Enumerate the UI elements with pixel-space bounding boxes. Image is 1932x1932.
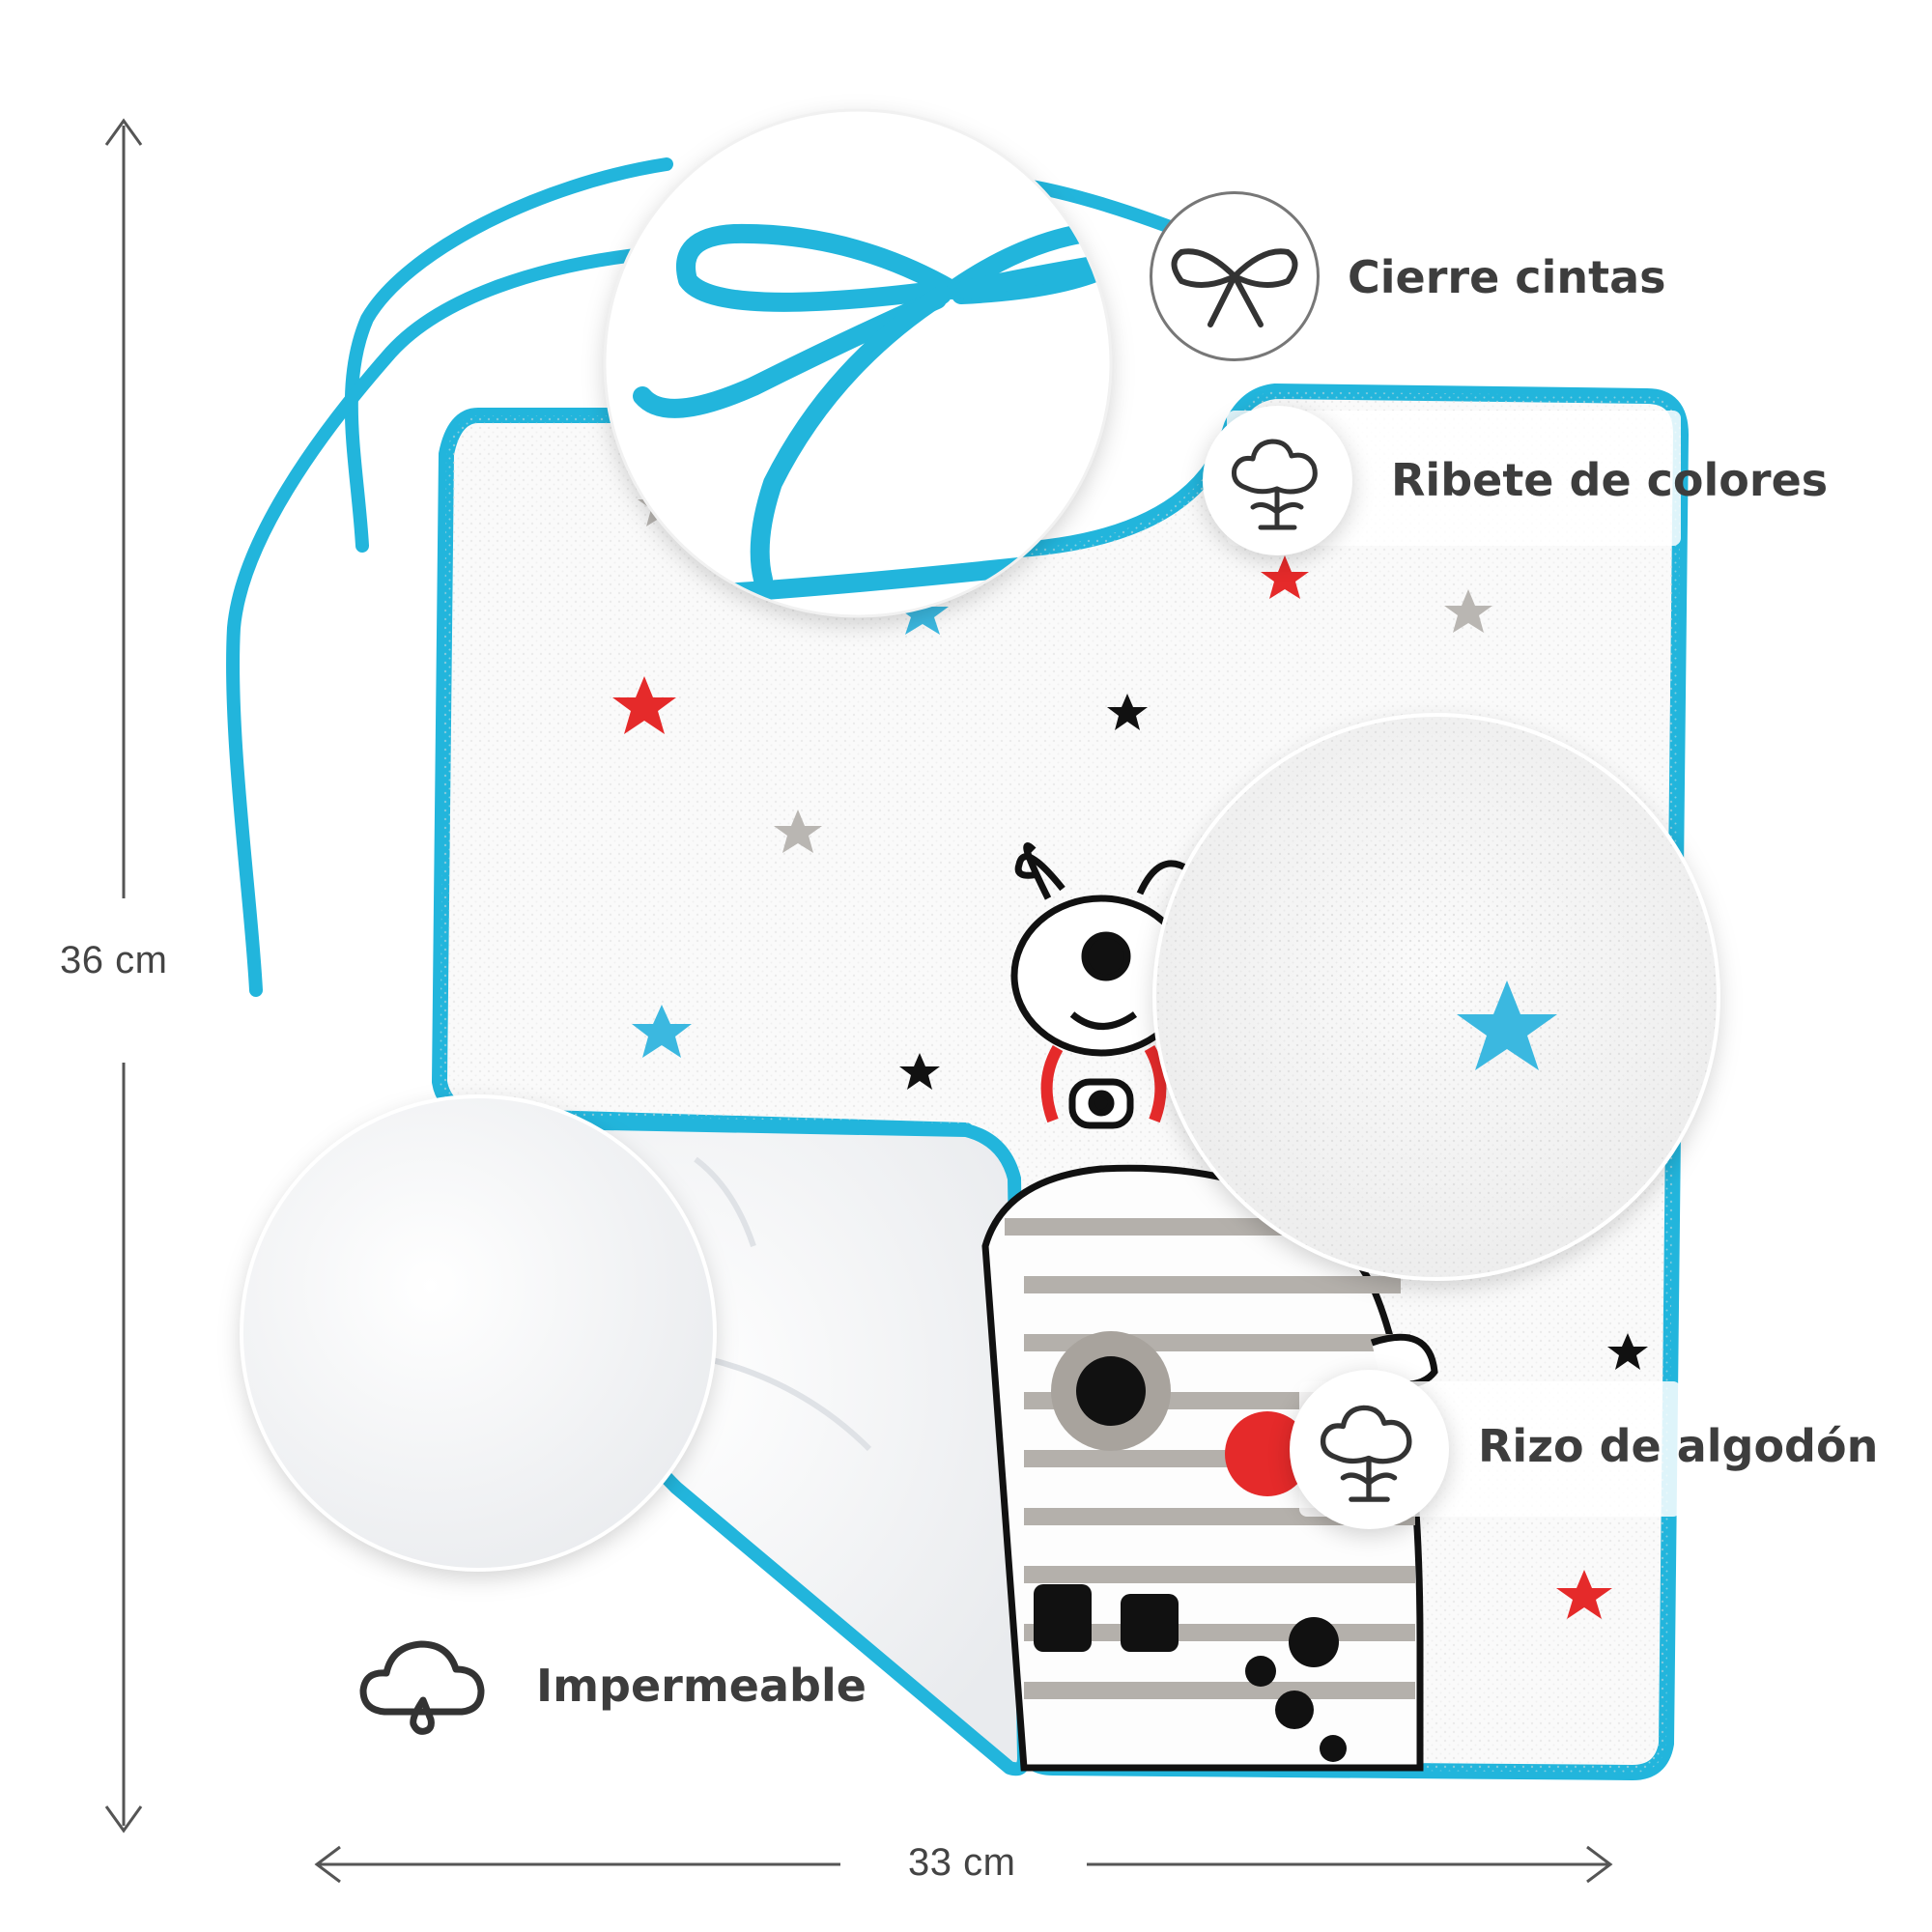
- feature-label-ties: Cierre cintas: [1348, 251, 1666, 303]
- ribbon-bow-icon: [1171, 248, 1298, 327]
- height-label: 36 cm: [60, 939, 168, 981]
- bow-closeup-circle: [603, 108, 1113, 618]
- waterproof-closeup-circle: [240, 1094, 717, 1572]
- striped-creature: [981, 1164, 1438, 1772]
- feature-label-waterproof: Impermeable: [536, 1660, 867, 1712]
- feature-badge-trim: [1203, 406, 1352, 555]
- feature-label-cotton: Rizo de algodón: [1478, 1420, 1879, 1472]
- terry-closeup-circle: [1152, 713, 1720, 1281]
- feature-badge-ties: [1150, 191, 1320, 361]
- feature-label-trim: Ribete de colores: [1391, 454, 1829, 506]
- width-dimension-arrow: [314, 1845, 1613, 1884]
- cotton-flower-icon: [1232, 439, 1318, 530]
- width-label: 33 cm: [908, 1841, 1016, 1884]
- height-dimension-arrow: [104, 118, 143, 1833]
- feature-badge-cotton: [1290, 1370, 1449, 1529]
- bug-character: [1010, 842, 1192, 1129]
- rain-cloud-icon: [355, 1633, 491, 1739]
- cotton-flower-icon: [1320, 1405, 1412, 1502]
